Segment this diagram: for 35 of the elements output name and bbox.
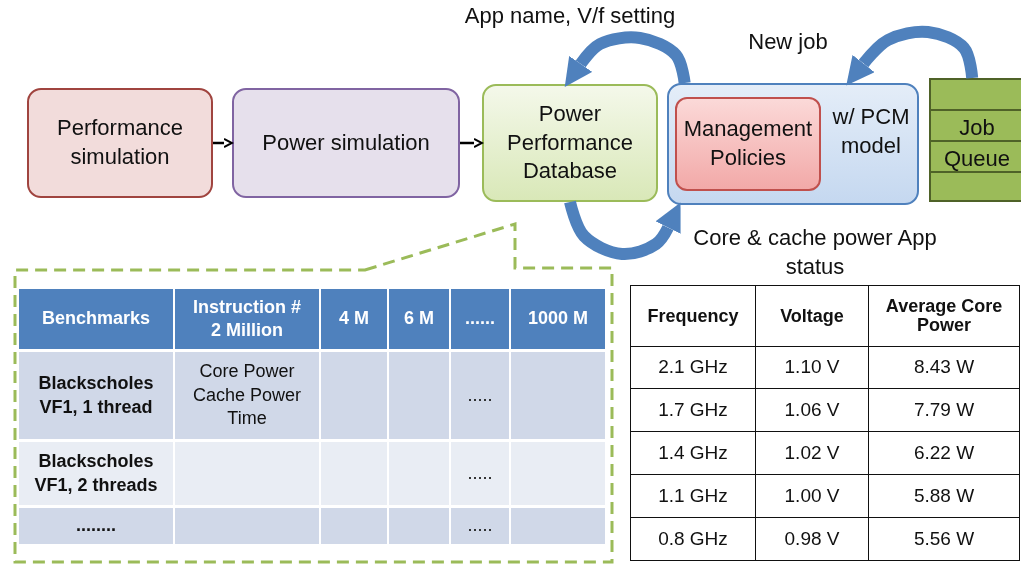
table-cell: Blackscholes VF1, 1 thread [19,352,173,439]
node-label: Job Queue [942,114,1012,173]
table-cell: Core Power Cache Power Time [175,352,319,439]
table-cell: ..... [451,442,509,505]
node-label: Performance simulation [56,114,184,171]
database-box [482,84,658,202]
table-cell: 0.8 GHz [630,517,756,561]
table-cell: ..... [451,508,509,544]
node-label: w/ PCM model [831,103,911,160]
node-label: Management Policies [682,115,814,172]
table-header-cell: Average Core Power [868,285,1020,347]
table-header-cell: 6 M [389,289,449,349]
table-cell: ........ [19,508,173,544]
table-header-cell: 4 M [321,289,387,349]
table-header-cell: 1000 M [511,289,605,349]
process-box [27,88,213,198]
arrow [213,138,233,148]
table-header-cell: Instruction # 2 Million [175,289,319,349]
edge-label: New job [747,28,829,56]
process-box [232,88,460,198]
node-label: Power Performance Database [506,100,634,186]
callout-box [12,222,616,565]
table-header-cell: ...... [451,289,509,349]
table-cell: Blackscholes VF1, 2 threads [19,442,173,505]
policy-box [675,97,821,191]
node-label: Power simulation [261,128,431,157]
table-cell: 5.56 W [868,517,1020,561]
table-header-cell: Benchmarks [19,289,173,349]
job-queue-stack [929,78,1021,202]
arrow [460,138,483,148]
edge-label: Core & cache power App status [692,224,938,281]
edge-label: App name, V/f setting [463,2,677,30]
table-cell: ..... [451,352,509,439]
simulator-box [667,83,919,205]
table-header-cell: Frequency [630,285,756,347]
